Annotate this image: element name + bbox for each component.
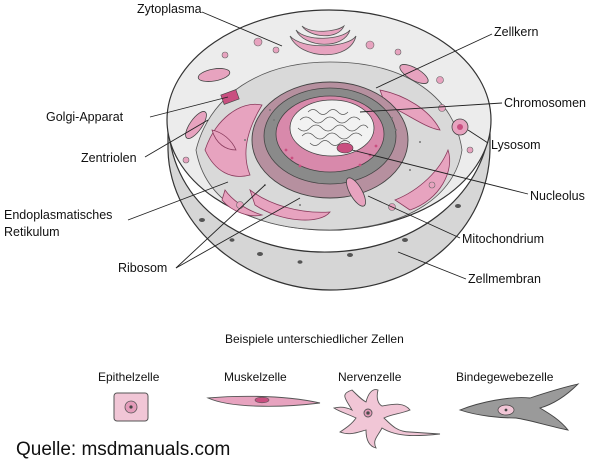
chromosomes xyxy=(297,109,369,146)
cell-illustration xyxy=(166,9,492,291)
leader-lines xyxy=(127,11,529,280)
example-label-bindegewebe: Bindegewebezelle xyxy=(456,370,554,384)
cell-nucleus xyxy=(251,81,409,199)
nerve-cell-drawing xyxy=(332,389,441,449)
example-label-nerven: Nervenzelle xyxy=(338,370,402,384)
cell-examples: Beispiele unterschiedlicher Zellen Epith… xyxy=(98,332,580,449)
source-caption: Quelle: msdmanuals.com xyxy=(16,439,230,460)
golgi-apparatus xyxy=(289,24,357,56)
label-zytoplasma: Zytoplasma xyxy=(137,2,202,16)
epithelial-cell-drawing xyxy=(113,392,149,422)
connective-cell-drawing xyxy=(458,383,580,431)
examples-title: Beispiele unterschiedlicher Zellen xyxy=(225,332,404,346)
labels: Zytoplasma Zellkern Chromosomen Golgi-Ap… xyxy=(4,2,586,286)
nucleolus xyxy=(336,142,354,154)
label-mitochondrium: Mitochondrium xyxy=(462,232,544,246)
muscle-cell-drawing xyxy=(206,395,321,407)
label-zentriolen: Zentriolen xyxy=(81,151,137,165)
centrioles xyxy=(220,89,240,105)
label-lysosom: Lysosom xyxy=(491,138,541,152)
endoplasmic-reticulum xyxy=(204,89,451,221)
label-ribosom: Ribosom xyxy=(118,261,167,275)
mitochondria xyxy=(185,64,429,207)
label-nucleolus: Nucleolus xyxy=(530,189,585,203)
label-er-line1: Endoplasmatisches xyxy=(4,208,112,222)
label-zellkern: Zellkern xyxy=(494,25,539,39)
example-label-epithel: Epithelzelle xyxy=(98,370,160,384)
label-golgi: Golgi-Apparat xyxy=(46,110,124,124)
example-label-muskel: Muskelzelle xyxy=(224,370,287,384)
label-zellmembran: Zellmembran xyxy=(468,272,541,286)
label-chromosomen: Chromosomen xyxy=(504,96,586,110)
label-er-line2: Retikulum xyxy=(4,225,60,239)
